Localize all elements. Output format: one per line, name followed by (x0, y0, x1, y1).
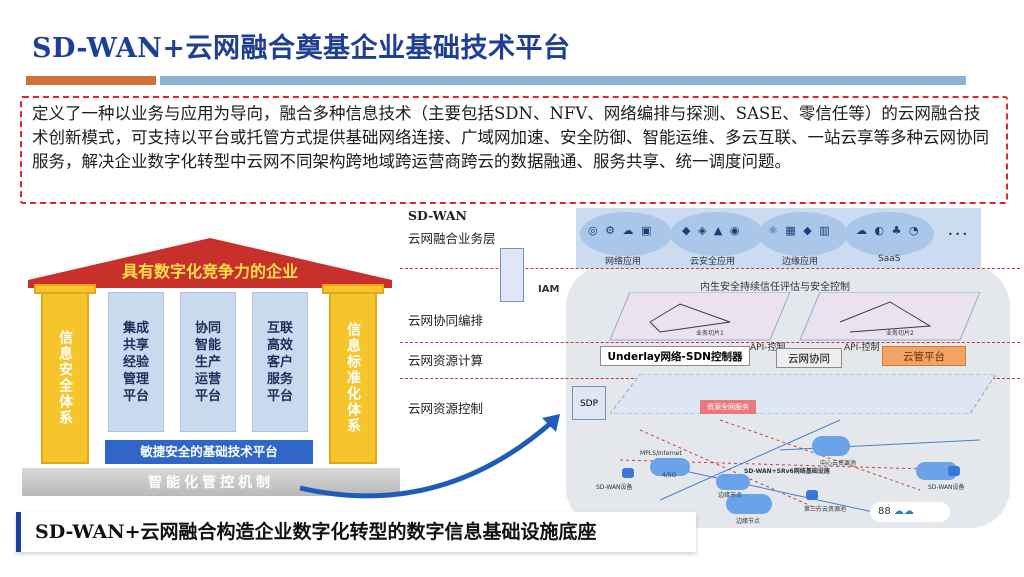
edge-node-left-label: 边缘节点 (718, 492, 743, 499)
page-title: SD-WAN+云网融合奠基企业基础技术平台 (32, 33, 571, 64)
layer-compute-label: 云网资源计算 (408, 353, 484, 368)
cloud-icon: ☁☁ (893, 506, 914, 517)
column-2-label: 协同智能生产运营平台 (194, 320, 221, 404)
column-3: 互联高效客户服务平台 (252, 292, 308, 432)
platform-bar: 敏捷安全的基础技术平台 (105, 440, 313, 464)
cloud-coord-box: 云网协同 (776, 348, 842, 368)
security-app-icons: ◆ ◈ ▲ ◉ (682, 224, 742, 237)
layer-divider-1 (400, 268, 1020, 269)
architecture-diagram: SD-WAN 云网融合业务层 云网协同编排 云网资源计算 云网资源控制 IAM … (400, 204, 1020, 530)
page-indicator: 88 ☁☁ (870, 502, 950, 522)
security-label: 内生安全持续信任评估与安全控制 (700, 282, 850, 293)
right-pillar: 信息标准化体系 (329, 292, 377, 464)
column-1-label: 集成共享经验管理平台 (122, 320, 149, 404)
sdwan-device-left-label: SD-WAN设备 (596, 484, 633, 491)
title-underline-orange (26, 76, 156, 85)
srv6-label: SD-WAN+SRv6网络基础设施 (744, 468, 830, 475)
layer-control-label: 云网资源控制 (408, 401, 484, 416)
left-pillar-label: 信息安全体系 (57, 330, 73, 426)
resource-net-box: 资源全网服务 (700, 400, 756, 414)
building-roof (28, 238, 392, 288)
building-base: 智能化管控机制 (22, 468, 400, 496)
edge-app-icons: ⚛ ▦ ◆ ▥ (768, 224, 832, 237)
third-party-node-icon (806, 490, 818, 500)
sdwan-device-right-icon (948, 466, 960, 476)
4g5g-label: 4/5G (662, 472, 677, 479)
api-left-label: API-控制 (750, 343, 786, 353)
edge-cloud-left (716, 474, 750, 490)
app-oval-security (670, 212, 764, 256)
business-slice-planes (609, 292, 981, 341)
layer-divider-2 (400, 342, 1020, 343)
central-cloud (812, 436, 850, 456)
sdwan-device-right-label: SD-WAN设备 (928, 484, 965, 491)
layer-orchestration-label: 云网协同编排 (408, 313, 484, 328)
cloud-mgmt-platform: 云管平台 (882, 346, 966, 366)
app-label-network: 网络应用 (605, 257, 642, 267)
app-oval-network (580, 212, 672, 256)
footer-caption: SD-WAN+云网融合构造企业数字化转型的数字信息基础设施底座 (16, 512, 696, 552)
iam-device-icon (500, 248, 524, 302)
app-oval-edge (758, 212, 848, 256)
app-oval-saas (844, 212, 934, 256)
app-label-edge: 边缘应用 (782, 257, 819, 267)
column-3-label: 互联高效客户服务平台 (266, 320, 293, 404)
sdwan-label: SD-WAN (408, 208, 467, 223)
network-app-icons: ◎ ⚙ ☁ ▣ (588, 224, 654, 237)
column-2: 协同智能生产运营平台 (180, 292, 236, 432)
app-label-security: 云安全应用 (690, 257, 736, 267)
mpls-cloud-left (650, 458, 690, 476)
app-label-saas: SaaS (878, 254, 901, 264)
sdp-box: SDP (572, 386, 606, 420)
edge-node-bottom-label: 边缘节点 (736, 518, 761, 525)
page-number: 88 (878, 506, 891, 517)
more-apps-icon: • • • (948, 230, 968, 239)
saas-app-icons: ☁ ◐ ♣ ◔ (856, 224, 921, 237)
column-1: 集成共享经验管理平台 (108, 292, 164, 432)
intro-text-box: 定义了一种以业务与应用为导向，融合多种信息技术（主要包括SDN、NFV、网络编排… (20, 96, 1008, 204)
slice-2-label: 业务切片2 (886, 330, 914, 337)
connector-arrow (299, 414, 560, 499)
title-underline-blue (160, 76, 966, 85)
slice-1-label: 业务切片1 (696, 330, 724, 337)
control-plane (610, 374, 996, 414)
building-roof-label: 具有数字化竞争力的企业 (121, 262, 298, 281)
api-right-label: API-控制 (844, 343, 880, 353)
sdwan-device-left-icon (622, 468, 634, 478)
underlay-sdn-controller: Underlay网络-SDN控制器 (600, 346, 750, 366)
right-pillar-label: 信息标准化体系 (345, 322, 361, 434)
edge-cloud-bottom (726, 494, 772, 514)
layer-business-label: 云网融合业务层 (408, 231, 496, 246)
iam-label: IAM (538, 284, 560, 295)
third-party-cloud-label: 第三方云资源池 (804, 506, 847, 513)
central-cloud-label: 中心云资源池 (820, 460, 857, 467)
mpls-label: MPLS/Internet (640, 450, 682, 457)
mpls-cloud-right (916, 462, 958, 480)
left-pillar: 信息安全体系 (41, 292, 89, 464)
